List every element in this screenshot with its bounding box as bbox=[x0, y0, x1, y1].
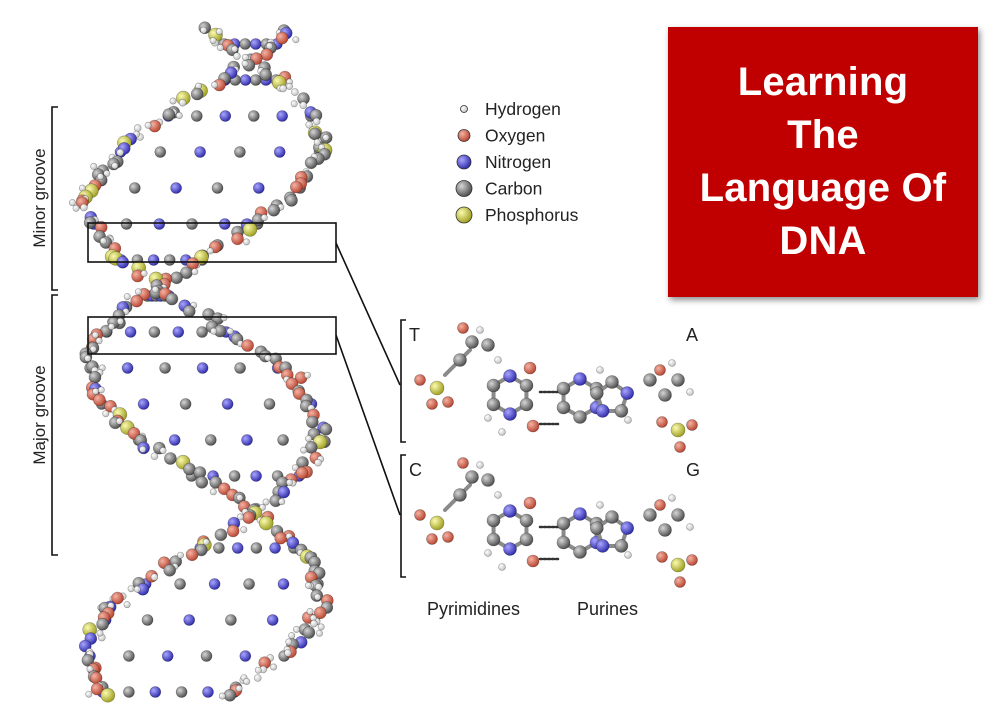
title-line-4: DNA bbox=[779, 219, 867, 263]
base-label-A: A bbox=[686, 325, 698, 345]
minor-groove-label: Minor groove bbox=[30, 148, 49, 247]
legend-label-oxygen: Oxygen bbox=[485, 126, 545, 146]
legend-swatch-nitrogen bbox=[456, 154, 472, 170]
legend-label-phosphorus: Phosphorus bbox=[485, 205, 579, 225]
legend-swatch-hydrogen bbox=[460, 105, 468, 113]
base-label-G: G bbox=[686, 460, 700, 480]
legend-swatch-oxygen bbox=[457, 129, 471, 142]
legend-swatch-phosphorus bbox=[455, 206, 473, 224]
major-groove-label: Major groove bbox=[30, 365, 49, 464]
legend-label-nitrogen: Nitrogen bbox=[485, 152, 551, 172]
pair-brackets bbox=[400, 319, 406, 578]
legend-label-carbon: Carbon bbox=[485, 179, 542, 199]
title-banner: Learning The Language Of DNA bbox=[668, 27, 978, 297]
base-pair-models bbox=[414, 322, 698, 588]
pyrimidines-label: Pyrimidines bbox=[427, 599, 520, 619]
highlight-box-upper bbox=[87, 222, 337, 263]
dna-helix-model bbox=[69, 21, 334, 703]
major-groove-bracket bbox=[51, 294, 58, 556]
title-line-3: Language Of bbox=[699, 166, 947, 210]
zoom-lines bbox=[335, 242, 401, 516]
minor-groove-bracket bbox=[51, 106, 58, 291]
base-label-T: T bbox=[409, 325, 420, 345]
legend-label-hydrogen: Hydrogen bbox=[485, 99, 561, 119]
purines-label: Purines bbox=[577, 599, 638, 619]
title-line-2: The bbox=[787, 113, 859, 157]
title-line-1: Learning bbox=[737, 60, 909, 104]
base-label-C: C bbox=[409, 460, 422, 480]
legend-swatch-carbon bbox=[455, 180, 473, 197]
